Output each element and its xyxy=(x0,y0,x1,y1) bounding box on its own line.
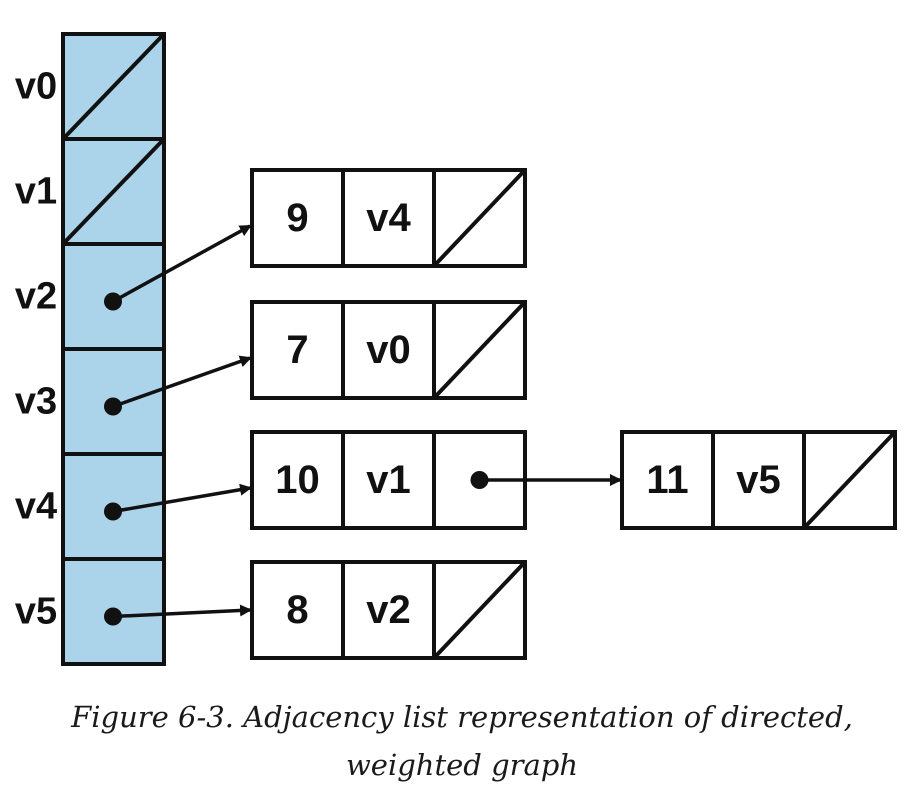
edge-node: 11 v5 xyxy=(620,430,897,530)
vertex-label-v0: v0 xyxy=(15,66,57,108)
null-pointer-slash xyxy=(432,168,527,268)
edge-node: 9 v4 xyxy=(250,168,527,268)
vertex-label-v4: v4 xyxy=(15,486,57,528)
edge-target: v0 xyxy=(366,328,411,372)
pointer-arrow xyxy=(112,224,252,304)
edge-target: v1 xyxy=(366,458,411,502)
pointer-arrow xyxy=(112,355,252,409)
figure-caption-line-1: Figure 6-3. Adjacency list representatio… xyxy=(71,700,853,734)
edge-weight: 10 xyxy=(275,458,320,502)
adjacency-list-diagram: v0 v1 v2 v3 v4 v5 9 v4 7 v0 10 v1 11 v5 8 v2 xyxy=(15,32,897,666)
vertex-label-v2: v2 xyxy=(15,276,57,318)
vertex-label-v5: v5 xyxy=(15,591,57,633)
edge-lists: 9 v4 7 v0 10 v1 11 v5 8 v2 xyxy=(250,168,897,660)
null-pointer-slash xyxy=(432,300,527,400)
pointer-arrows xyxy=(112,224,622,619)
edge-node: 8 v2 xyxy=(250,560,527,660)
vertex-array: v0 v1 v2 v3 v4 v5 xyxy=(15,32,166,666)
edge-target: v4 xyxy=(366,196,411,240)
edge-node: 7 v0 xyxy=(250,300,527,400)
edge-weight: 9 xyxy=(286,196,308,240)
null-pointer-slash xyxy=(802,430,897,530)
vertex-cell-v5 xyxy=(61,557,166,666)
null-pointer-slash xyxy=(432,560,527,660)
vertex-label-v3: v3 xyxy=(15,381,57,423)
pointer-arrow xyxy=(112,483,252,514)
null-pointer-slash xyxy=(61,137,166,246)
figure-caption-line-2: weighted graph xyxy=(345,748,579,782)
null-pointer-slash xyxy=(61,32,166,141)
pointer-dot xyxy=(104,502,122,521)
edge-weight: 11 xyxy=(646,458,688,502)
edge-node-box xyxy=(250,168,527,268)
edge-target: v5 xyxy=(736,458,781,502)
pointer-arrow xyxy=(112,604,252,619)
edge-weight: 7 xyxy=(286,328,308,372)
edge-target: v2 xyxy=(366,588,411,632)
vertex-label-v1: v1 xyxy=(15,171,57,213)
edge-weight: 8 xyxy=(286,588,308,632)
